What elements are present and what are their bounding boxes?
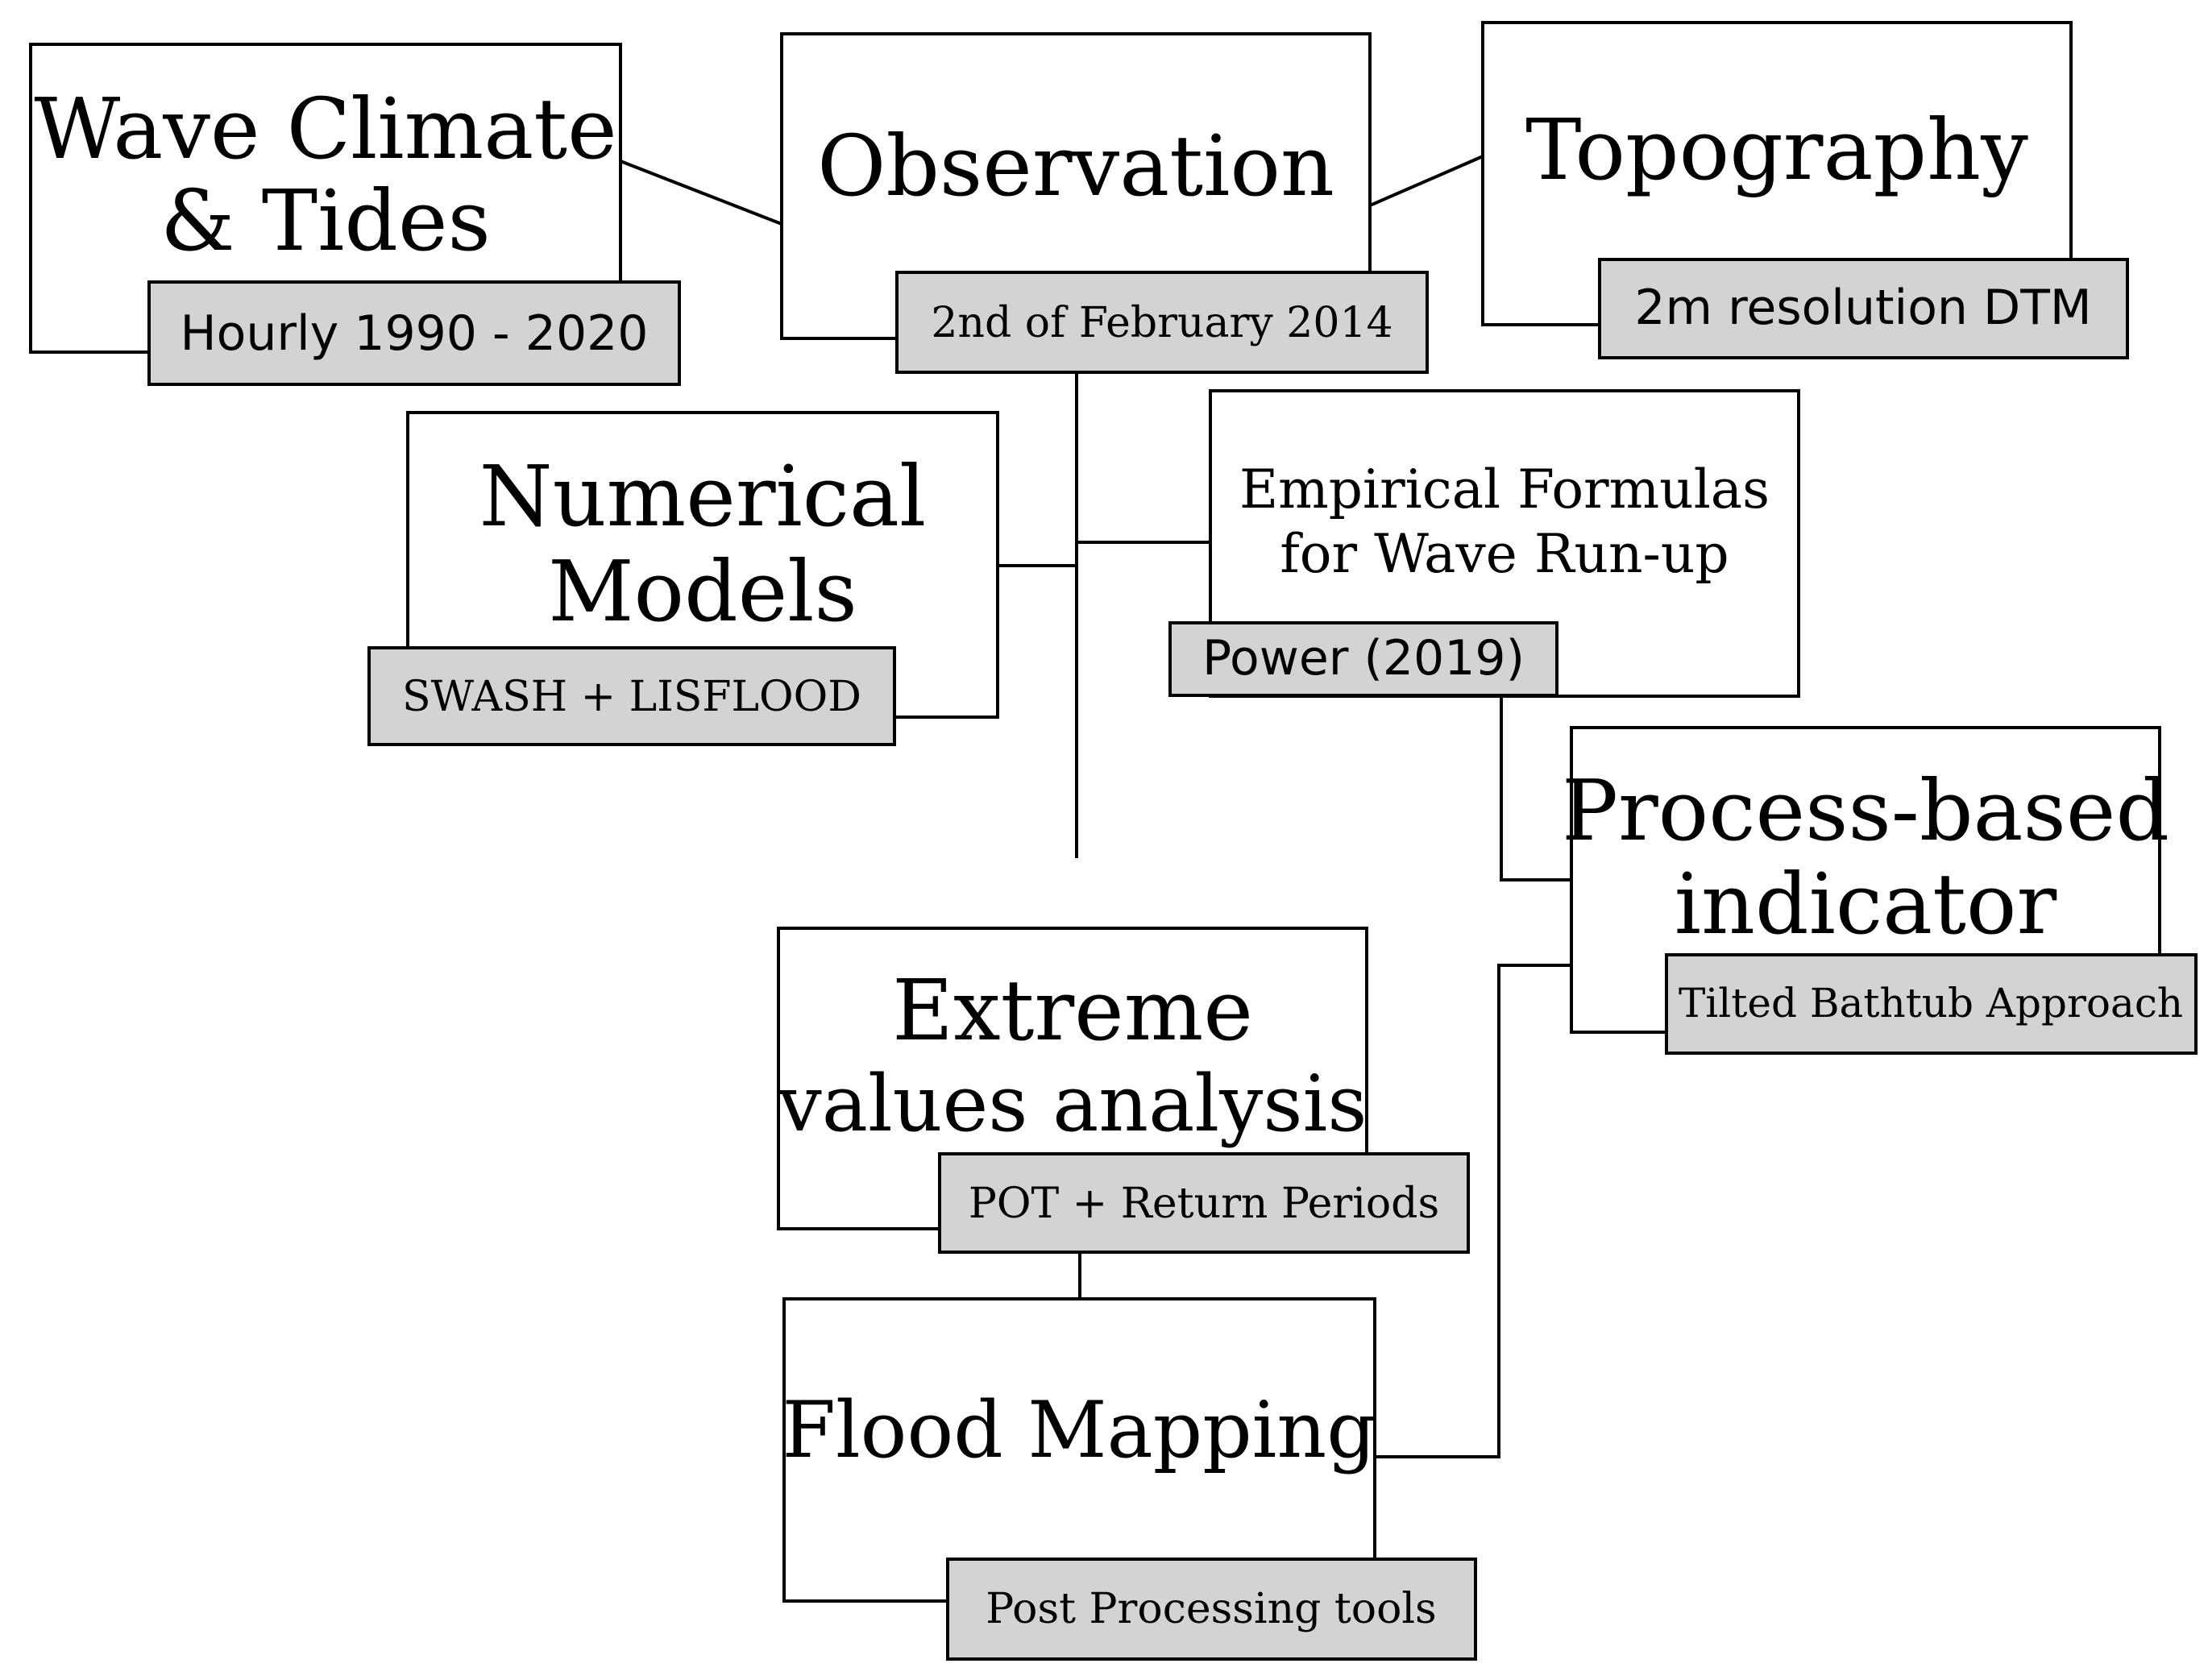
- node-flood-mapping: Flood Mapping Post Processing tools: [782, 1297, 1477, 1661]
- node-process-based: Process-based indicator Tilted Bathtub A…: [1562, 726, 2198, 1055]
- node-tag-box: [895, 271, 1429, 374]
- node-title: Empirical Formulas: [1239, 458, 1770, 521]
- node-tag: 2nd of February 2014: [931, 299, 1392, 347]
- node-title: values analysis: [777, 1059, 1367, 1149]
- node-box: [782, 1297, 1376, 1603]
- node-observation: Observation 2nd of February 2014: [780, 32, 1429, 374]
- node-tag: Power (2019): [1202, 630, 1525, 687]
- node-tag-box: [147, 280, 681, 386]
- link-observation-topography: [1369, 155, 1484, 207]
- node-title: Models: [548, 542, 857, 641]
- node-tag-box: [938, 1152, 1470, 1254]
- node-tag-box: [1168, 621, 1558, 697]
- node-tag: Tilted Bathtub Approach: [1679, 980, 2183, 1027]
- node-wave-climate: Wave Climate & Tides Hourly 1990 - 2020: [29, 43, 681, 386]
- node-title: indicator: [1675, 855, 2057, 953]
- node-title: Topography: [1525, 101, 2028, 199]
- node-tag-box: [1598, 258, 2129, 359]
- link-wave-observation: [620, 160, 782, 226]
- node-title: Observation: [817, 117, 1334, 215]
- node-numerical-models: Numerical Models SWASH + LISFLOOD: [367, 411, 999, 746]
- node-title: Flood Mapping: [782, 1385, 1376, 1475]
- node-tag: 2m resolution DTM: [1634, 280, 2091, 336]
- node-title: Process-based: [1562, 761, 2169, 860]
- node-title: Wave Climate: [34, 80, 616, 178]
- node-topography: Topography 2m resolution DTM: [1481, 21, 2129, 359]
- node-title: Extreme: [892, 961, 1253, 1060]
- link-flood-to-process: [1375, 964, 1571, 1458]
- node-tag: SWASH + LISFLOOD: [402, 673, 861, 721]
- node-title: for Wave Run-up: [1280, 523, 1729, 585]
- node-tag-box: [367, 646, 896, 746]
- node-title: Numerical: [479, 447, 927, 545]
- node-extreme-values: Extreme values analysis POT + Return Per…: [777, 927, 1470, 1254]
- node-tag-box: [1665, 953, 2198, 1055]
- connectors: [620, 155, 1571, 1458]
- node-tag: Post Processing tools: [986, 1585, 1436, 1633]
- link-empirical-to-process: [1500, 696, 1571, 881]
- node-tag: Hourly 1990 - 2020: [181, 305, 649, 362]
- node-tag: POT + Return Periods: [969, 1180, 1439, 1228]
- node-title: & Tides: [160, 172, 491, 270]
- node-tag-box: [946, 1558, 1477, 1661]
- node-empirical-formulas: Empirical Formulas for Wave Run-up Power…: [1168, 389, 1800, 698]
